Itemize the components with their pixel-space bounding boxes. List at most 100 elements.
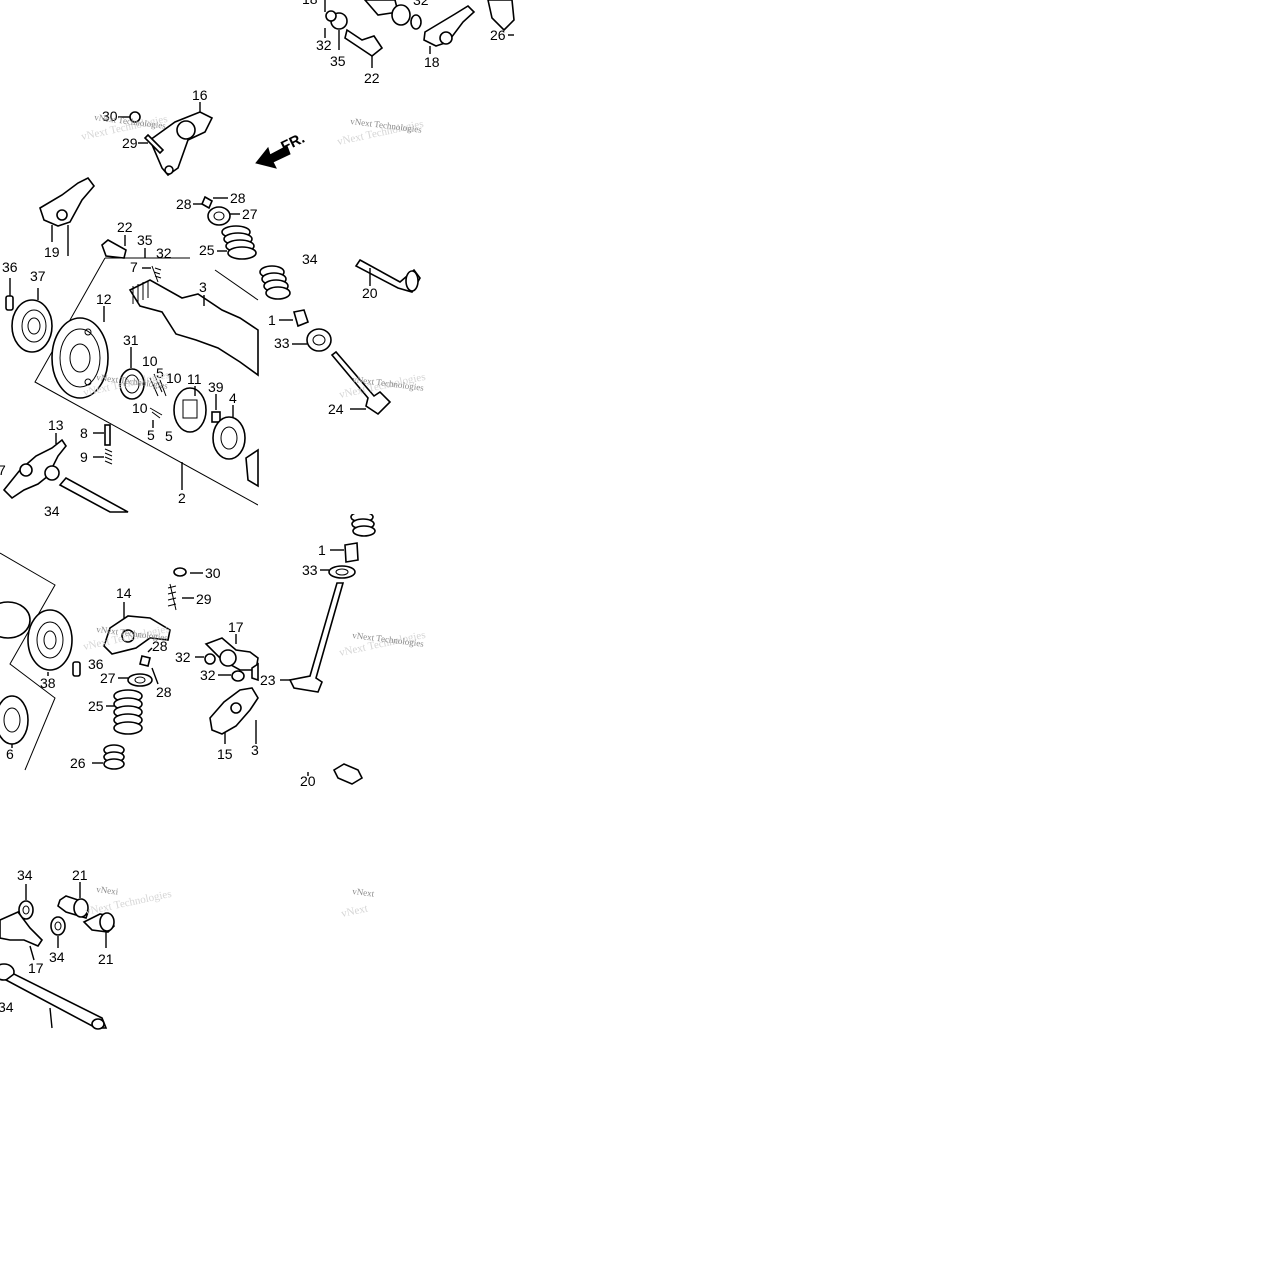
callout-5: 5 — [147, 427, 155, 443]
bearing-38 — [27, 609, 73, 671]
adjusting-screw-part — [143, 133, 165, 155]
washer-part — [410, 14, 422, 30]
watermark-partial: vNexi — [96, 884, 120, 897]
tile-gap — [106, 1030, 406, 1285]
bearing-37 — [11, 299, 53, 353]
bearing-part — [245, 448, 259, 488]
valve-23 — [288, 582, 345, 693]
callout-26: 26 — [490, 27, 506, 43]
valve-24 — [330, 350, 392, 416]
callout-22: 22 — [117, 219, 133, 235]
callout-28: 28 — [156, 684, 172, 700]
washer-34 — [50, 916, 66, 936]
callout-1: 1 — [268, 312, 276, 328]
tile-gap — [258, 500, 1285, 514]
callout-32: 32 — [413, 0, 429, 8]
rocker-arm-14 — [103, 615, 171, 655]
callout-2: 2 — [178, 490, 186, 506]
washer-34 — [18, 900, 34, 920]
adjusting-screw-29 — [167, 583, 177, 611]
callout-24: 24 — [328, 401, 344, 417]
callout-17: 17 — [228, 619, 244, 635]
callout-27: 27 — [242, 206, 258, 222]
washer-part — [251, 662, 259, 682]
washer-part — [325, 10, 337, 22]
callout-28: 28 — [230, 190, 246, 206]
valve-stem-seal-1 — [344, 542, 359, 563]
callout-22: 22 — [364, 70, 380, 86]
callout-25: 25 — [199, 242, 215, 258]
bearing-part — [0, 601, 31, 639]
callout-21: 21 — [98, 951, 114, 967]
lower-assembly: 34 17 21 34 21 34 vNexi vNext Technologi… — [0, 867, 376, 1030]
middle-assembly: 1 33 23 38 6 36 30 29 14 — [0, 511, 427, 789]
rocker-shaft-part — [58, 476, 129, 513]
watermark-partial: vNext — [352, 886, 376, 899]
callout-12: 12 — [96, 291, 112, 307]
callout-25: 25 — [88, 698, 104, 714]
top-strip-parts: 18 32 32 35 22 18 26 — [302, 0, 515, 86]
pushrod-end-part — [91, 1018, 105, 1030]
callout-29: 29 — [196, 591, 212, 607]
callout-35: 35 — [137, 232, 153, 248]
watermark-faint: vNext — [340, 903, 369, 920]
rocker-tip-part — [164, 165, 174, 175]
valve-spring-25 — [113, 689, 143, 735]
callout-16: 16 — [192, 87, 208, 103]
callout-6: 6 — [6, 746, 14, 762]
valve-cotter-part — [139, 655, 151, 667]
callout-17: 17 — [28, 960, 44, 976]
callout-38: 38 — [40, 675, 56, 691]
valve-spring-part — [350, 511, 376, 537]
rocker-arm-part — [487, 0, 515, 32]
callout-26: 26 — [70, 755, 86, 771]
callout-4: 4 — [229, 390, 237, 406]
callout-33: 33 — [302, 562, 318, 578]
callout-32: 32 — [175, 649, 191, 665]
decomp-pin-5 — [149, 407, 163, 419]
washer-part — [391, 4, 411, 26]
callout-10: 10 — [142, 353, 158, 369]
callout-27: 27 — [100, 670, 116, 686]
callout-13: 13 — [48, 417, 64, 433]
spring-seat-33 — [328, 565, 356, 579]
callout-36: 36 — [88, 656, 104, 672]
callout-11: 11 — [187, 371, 202, 387]
camshaft-3 — [128, 279, 259, 377]
rocker-bushing-part — [439, 31, 453, 45]
valve-stem-seal-1 — [292, 309, 309, 328]
front-direction-arrow: FR. — [255, 130, 307, 169]
bearing-4 — [212, 416, 246, 460]
washer-32 — [231, 670, 245, 682]
rocker-arm-17 — [0, 911, 44, 947]
callout-8: 8 — [80, 425, 88, 441]
upper-assembly: 16 30 29 FR. 28 28 27 25 — [0, 87, 427, 519]
callout-18: 18 — [302, 0, 318, 7]
callout-15: 15 — [217, 746, 233, 762]
callout-23: 23 — [260, 672, 276, 688]
callout-3: 3 — [251, 742, 259, 758]
pushrod-part — [4, 973, 108, 1029]
callout-32: 32 — [316, 37, 332, 53]
oil-seal-31 — [119, 368, 145, 400]
rocker-bushing-part — [219, 649, 237, 667]
callout-31: 31 — [123, 332, 139, 348]
spring-7 — [151, 265, 162, 283]
rocker-bushing-part — [230, 702, 242, 714]
shaft-head-part — [73, 898, 89, 918]
callout-5: 5 — [156, 365, 164, 381]
dowel-pin-36 — [72, 661, 81, 677]
callout-34: 34 — [0, 999, 14, 1015]
rocker-bushing-part — [176, 120, 196, 140]
valve-cotter-part — [200, 195, 214, 210]
callout-36: 36 — [2, 259, 18, 275]
callout-7: 7 — [0, 462, 6, 478]
callout-32: 32 — [200, 667, 216, 683]
callout-21: 21 — [72, 867, 88, 883]
callout-37: 37 — [30, 268, 46, 284]
callout-5: 5 — [165, 428, 173, 444]
callout-19: 19 — [44, 244, 60, 260]
callout-29: 29 — [122, 135, 138, 151]
callout-35: 35 — [330, 53, 346, 69]
